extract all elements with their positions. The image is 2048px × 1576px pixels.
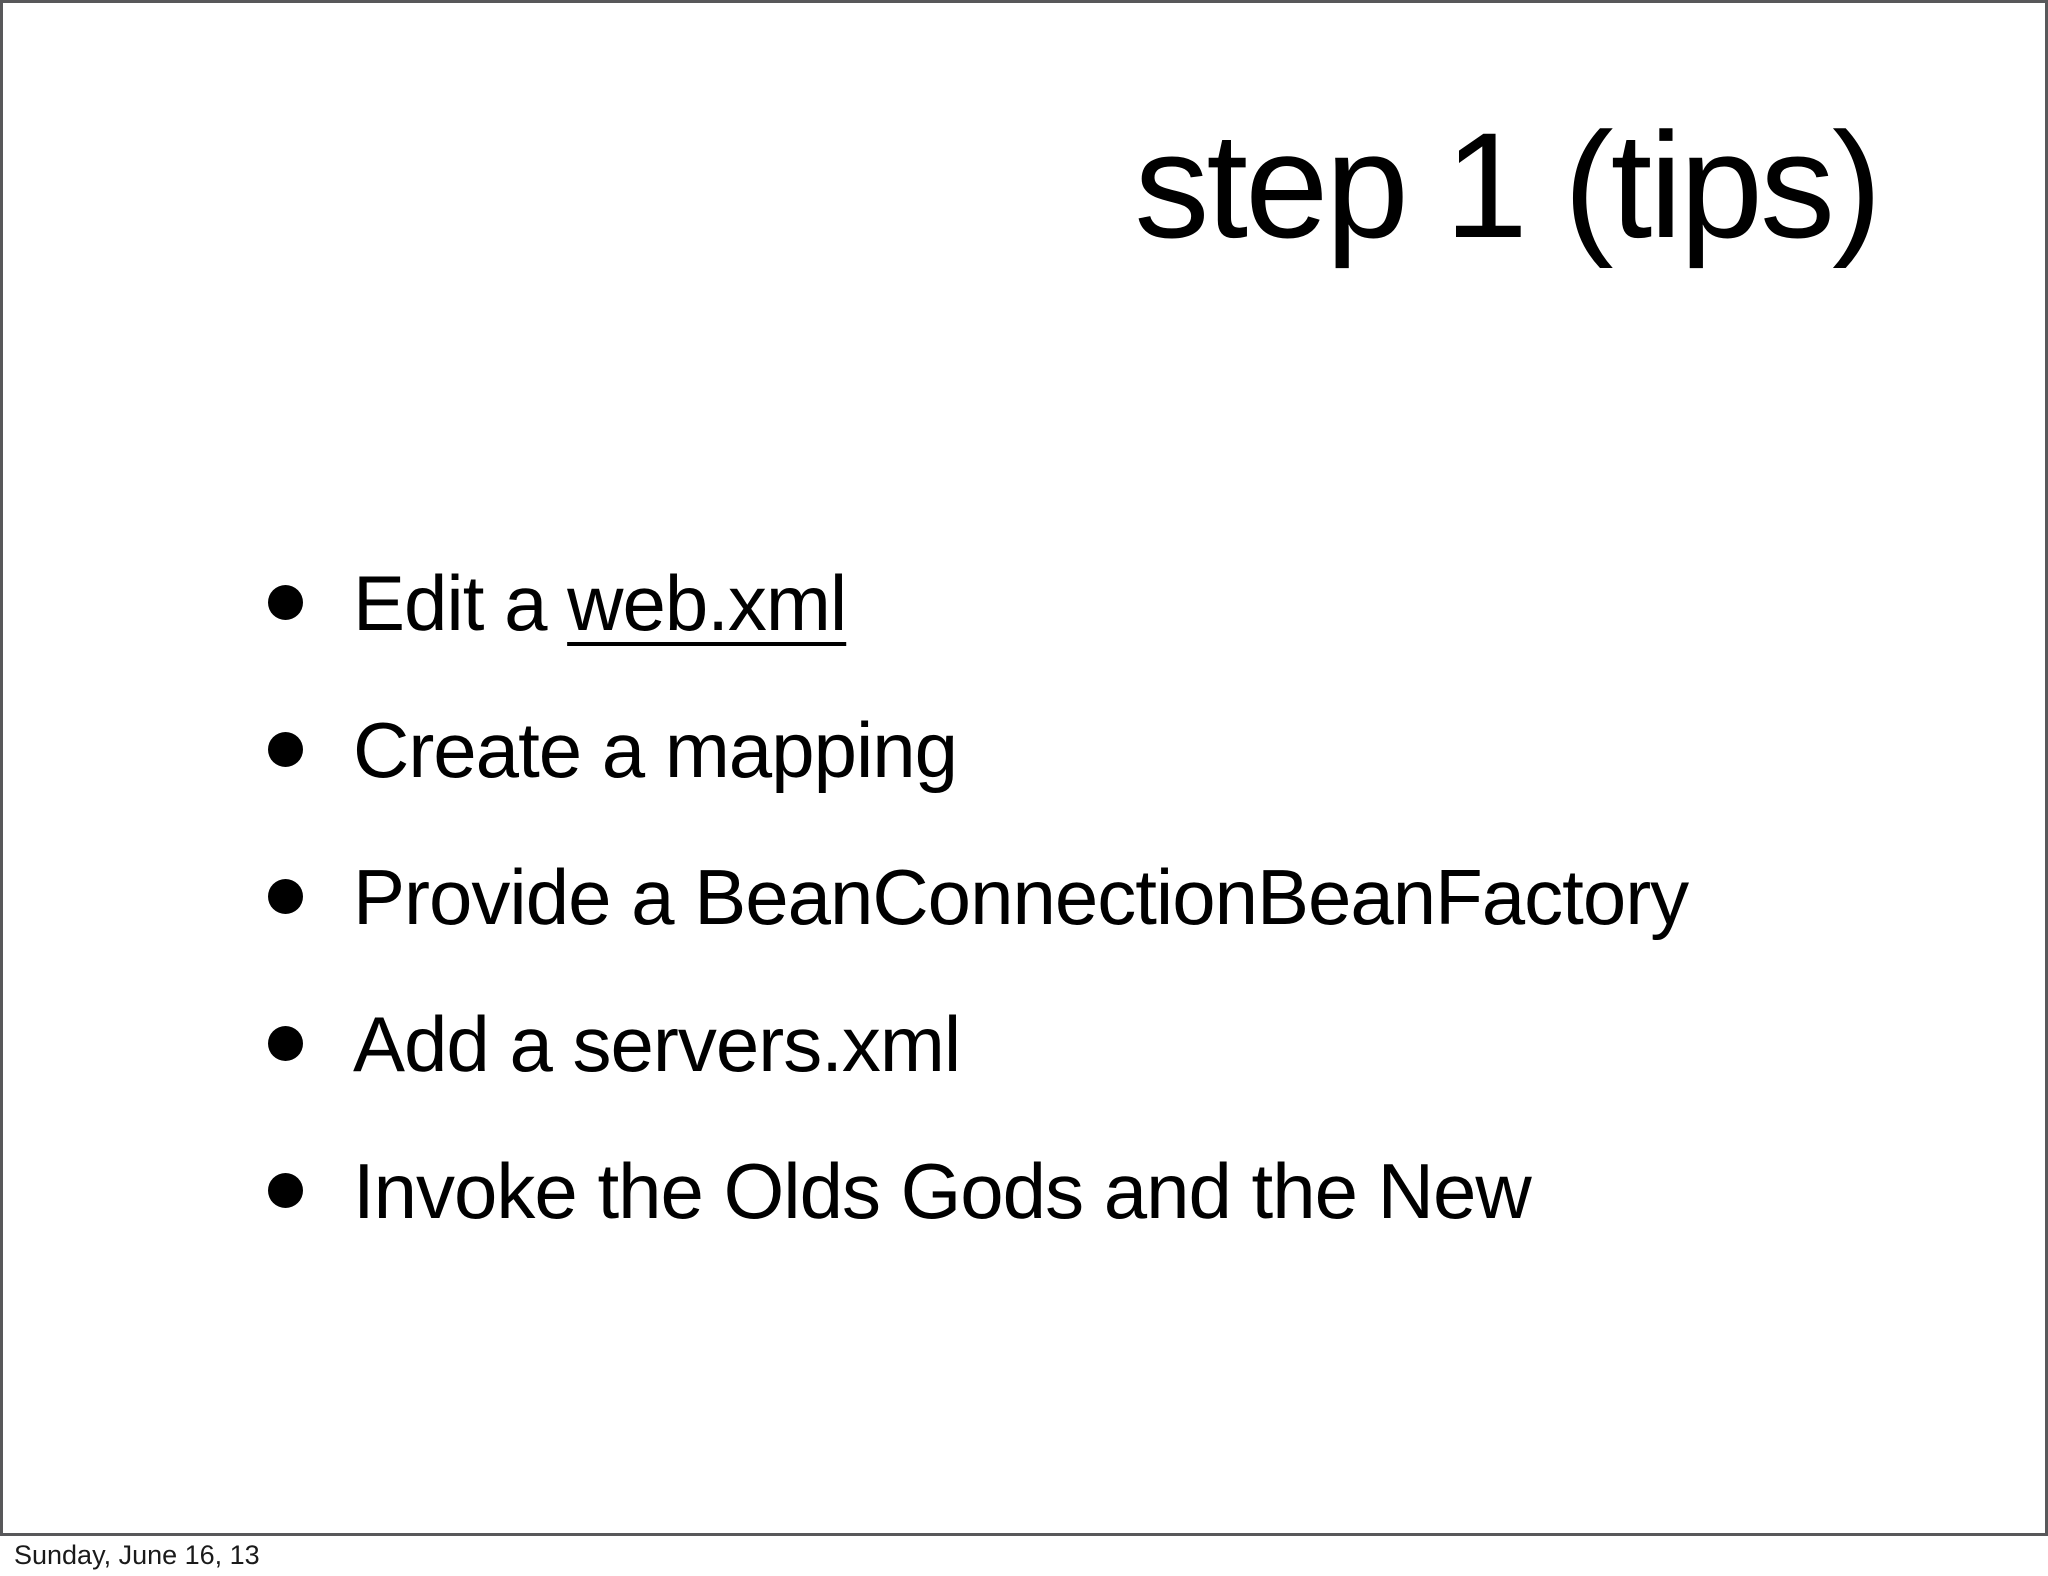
- bullet-list: Edit a web.xml Create a mapping Provide …: [268, 529, 1689, 1264]
- export-date-caption: Sunday, June 16, 13: [14, 1540, 260, 1570]
- slide-title: step 1 (tips): [1134, 101, 1882, 269]
- bullet-item-edit-webxml: Edit a web.xml: [268, 529, 1688, 676]
- bullet-icon: [268, 879, 303, 914]
- bullet-item-servers-xml: Add a servers.xml: [268, 970, 1688, 1117]
- bullet-item-create-mapping: Create a mapping: [268, 676, 1688, 823]
- bullet-icon: [268, 1173, 303, 1208]
- bullet-icon: [268, 732, 303, 767]
- bullet-icon: [268, 1026, 303, 1061]
- bullet-text: Invoke the Olds Gods and the New: [353, 1146, 1532, 1235]
- bullet-text: Edit a web.xml: [353, 564, 847, 642]
- slide: step 1 (tips) Edit a web.xml Create a ma…: [0, 0, 2048, 1536]
- bullet-icon: [268, 585, 303, 620]
- bullet-item-invoke-gods: Invoke the Olds Gods and the New: [268, 1117, 1688, 1264]
- bullet-item-bean-factory: Provide a BeanConnectionBeanFactory: [268, 823, 1689, 970]
- bullet-text: Provide a BeanConnectionBeanFactory: [353, 852, 1689, 941]
- bullet-text-plain: Edit a: [353, 558, 568, 647]
- web-xml-underlined-text: web.xml: [567, 558, 847, 647]
- bullet-text: Add a servers.xml: [353, 999, 961, 1088]
- bullet-text: Create a mapping: [353, 705, 958, 794]
